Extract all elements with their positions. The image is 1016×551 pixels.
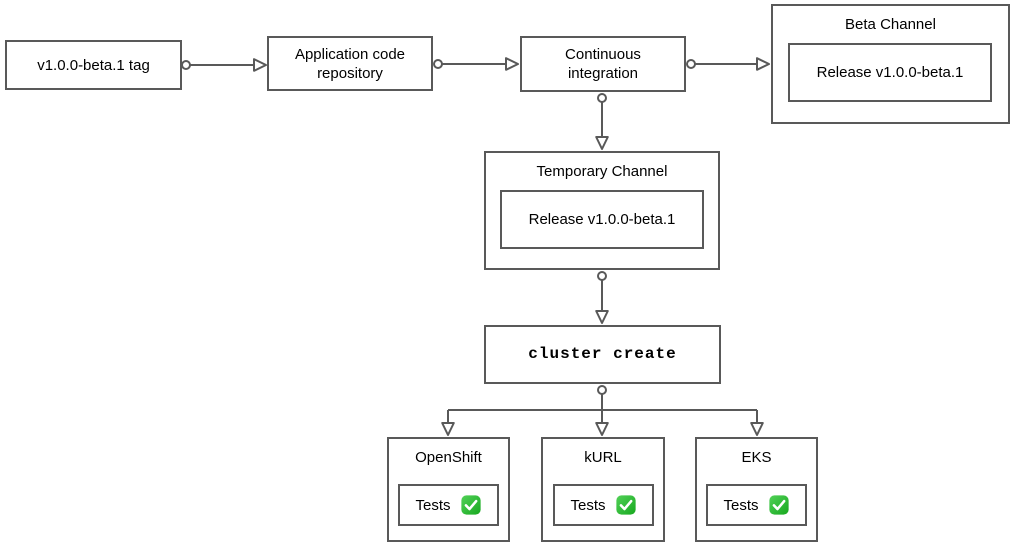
- node-platform-kurl: kURL Tests: [541, 437, 665, 542]
- tests-label: Tests: [723, 496, 759, 514]
- tests-label: Tests: [570, 496, 606, 514]
- node-continuous-integration: Continuous integration: [520, 36, 686, 92]
- connector-repository-to-ci: [433, 57, 519, 71]
- node-temporary-channel-release: Release v1.0.0-beta.1: [500, 190, 704, 249]
- node-version-tag: v1.0.0-beta.1 tag: [5, 40, 182, 90]
- node-temporary-channel-title: Temporary Channel: [536, 163, 668, 180]
- node-platform-openshift-title: OpenShift: [415, 449, 482, 466]
- node-cluster-create: cluster create: [484, 325, 721, 384]
- node-platform-openshift-tests: Tests: [398, 484, 499, 526]
- check-mark-button-icon: [768, 495, 789, 515]
- node-application-code-repository-label: Application code repository: [294, 45, 406, 82]
- connector-temporary-channel-to-cluster-create: [595, 271, 609, 324]
- connector-tag-to-repository: [181, 58, 267, 72]
- check-mark-button-icon: [615, 495, 636, 515]
- node-cluster-create-label: cluster create: [528, 345, 677, 363]
- node-platform-eks-title: EKS: [741, 449, 772, 466]
- node-platform-openshift: OpenShift Tests: [387, 437, 510, 542]
- node-continuous-integration-label: Continuous integration: [565, 46, 641, 82]
- node-beta-channel-title: Beta Channel: [845, 16, 936, 33]
- node-application-code-repository: Application code repository: [267, 36, 433, 91]
- node-beta-channel-release: Release v1.0.0-beta.1: [788, 43, 992, 102]
- connector-ci-to-temporary-channel: [595, 93, 609, 150]
- node-platform-eks: EKS Tests: [695, 437, 818, 542]
- node-temporary-channel: Temporary Channel Release v1.0.0-beta.1: [484, 151, 720, 270]
- connector-ci-to-beta-channel: [686, 57, 770, 71]
- node-beta-channel-release-label: Release v1.0.0-beta.1: [816, 64, 964, 81]
- node-temporary-channel-release-label: Release v1.0.0-beta.1: [528, 211, 676, 228]
- node-platform-kurl-title: kURL: [584, 449, 622, 466]
- connector-cluster-create-to-platforms: [441, 385, 764, 436]
- node-version-tag-label: v1.0.0-beta.1 tag: [37, 56, 150, 74]
- tests-label: Tests: [415, 496, 451, 514]
- node-platform-kurl-tests: Tests: [553, 484, 654, 526]
- check-mark-button-icon: [460, 495, 481, 515]
- node-platform-eks-tests: Tests: [706, 484, 807, 526]
- node-beta-channel: Beta Channel Release v1.0.0-beta.1: [771, 4, 1010, 124]
